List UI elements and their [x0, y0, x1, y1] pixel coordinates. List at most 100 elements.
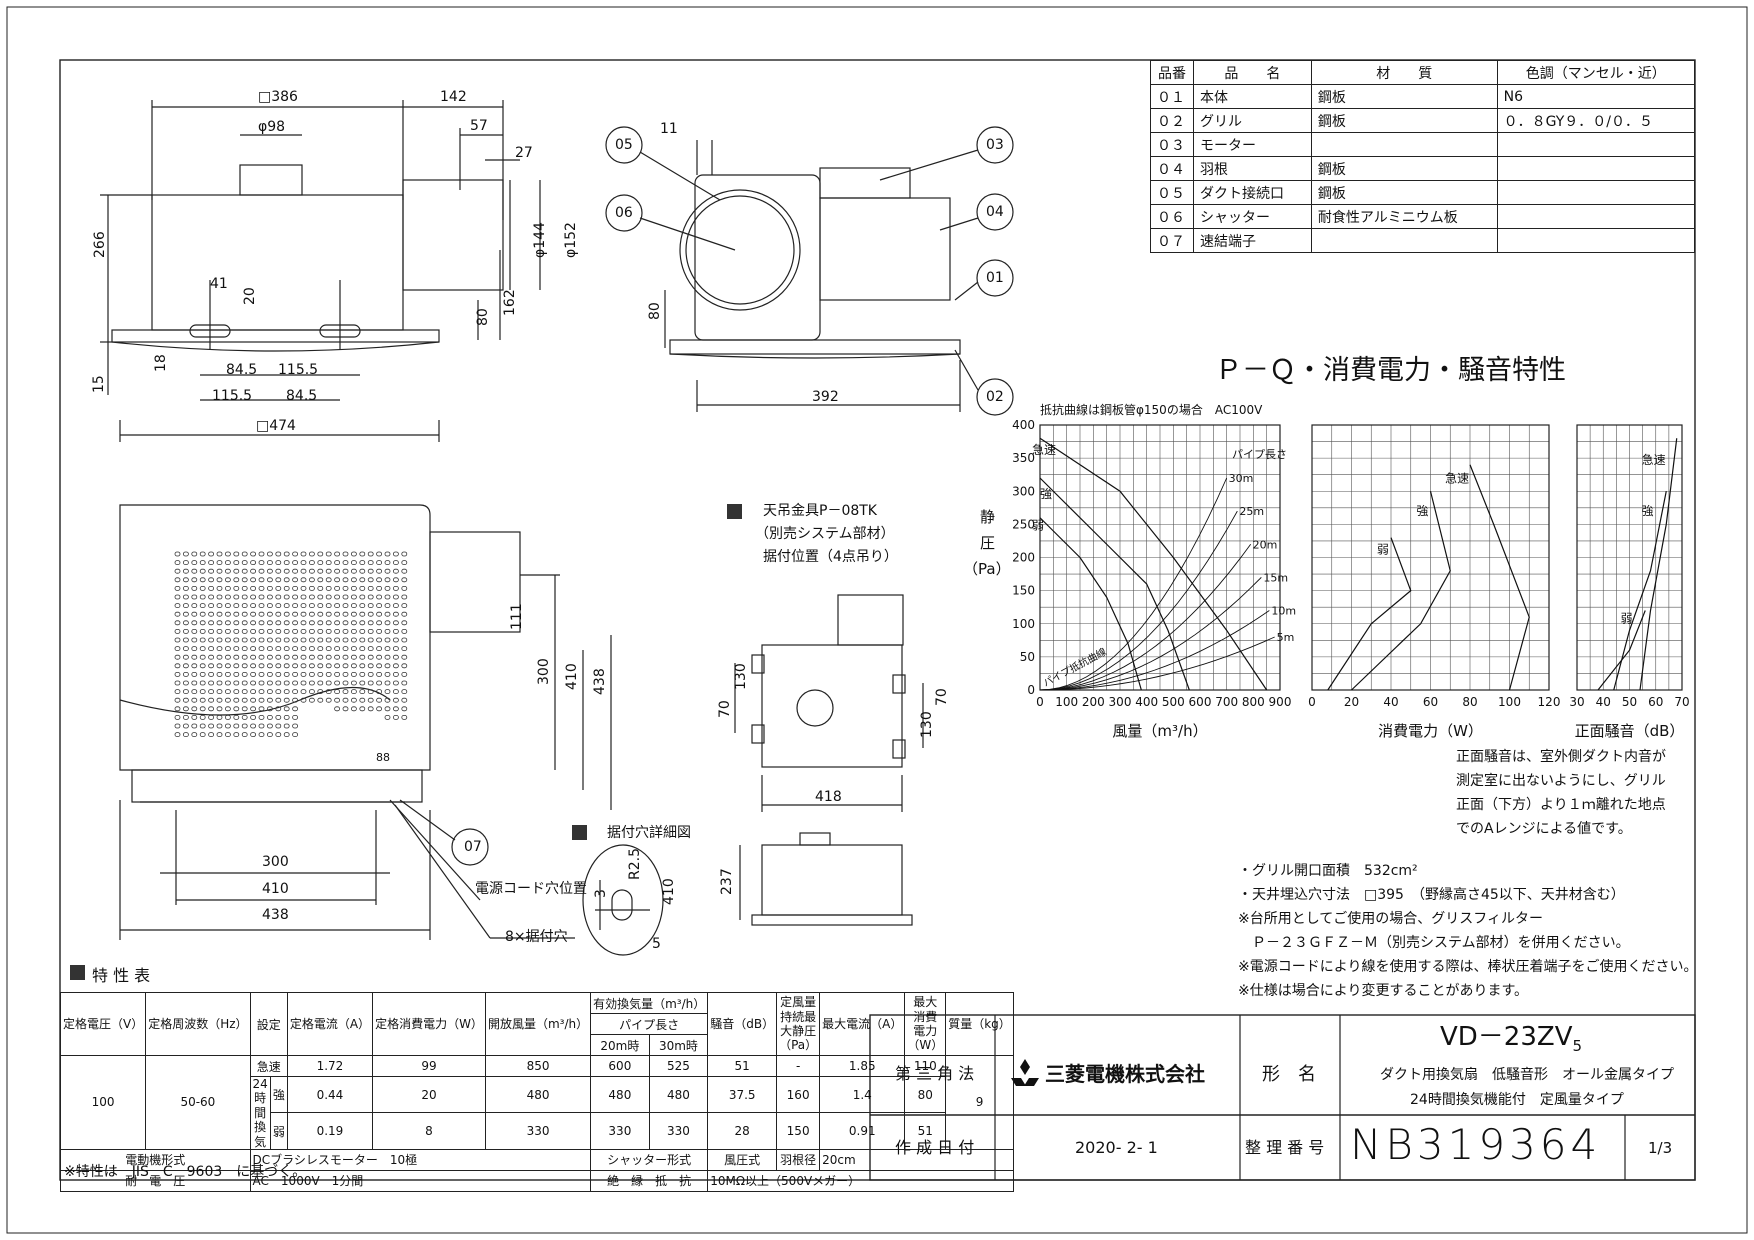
- grille-slot: [191, 620, 198, 626]
- grille-slot: [308, 603, 315, 608]
- grille-slot: [334, 663, 341, 669]
- grille-slot: [317, 551, 324, 557]
- grille-slot: [367, 629, 374, 634]
- grille-slot: [182, 611, 189, 617]
- grille-slot: [350, 680, 357, 686]
- dimension-label: 84.5: [286, 388, 318, 404]
- cell-voltage: 100: [59, 1055, 147, 1150]
- grille-slot: [216, 594, 223, 600]
- grille-slot: [283, 611, 290, 617]
- grille-slot: [308, 551, 315, 557]
- parts-cell: [1310, 228, 1498, 253]
- grille-slot: [359, 697, 366, 703]
- grille-slot: [308, 697, 315, 703]
- grille-slot: [359, 672, 366, 677]
- grille-slot: [292, 560, 299, 565]
- grille-slot: [292, 637, 299, 643]
- grille-slot: [241, 603, 248, 608]
- grille-slot: [275, 629, 282, 634]
- grille-slot: [266, 568, 273, 574]
- dimension-label: 80: [475, 308, 491, 326]
- grille-slot: [376, 672, 383, 677]
- grille-slot: [275, 560, 282, 565]
- grille-slot: [182, 568, 189, 574]
- grille-slot: [191, 611, 198, 617]
- grille-slot: [191, 629, 198, 634]
- grille-slot: [216, 629, 223, 634]
- grille-slot: [174, 697, 181, 703]
- grille-slot: [199, 560, 206, 565]
- grille-slot: [182, 551, 189, 557]
- grille-slot: [241, 594, 248, 600]
- grille-slot: [359, 560, 366, 565]
- grille-slot: [401, 680, 408, 686]
- grille-slot: [174, 663, 181, 669]
- h-30m: 30m時: [648, 1034, 709, 1056]
- grille-slot: [325, 689, 332, 694]
- grille-slot: [275, 689, 282, 694]
- grille-slot: [216, 680, 223, 686]
- grille-slot: [241, 680, 248, 686]
- dimension-label: 266: [92, 231, 108, 258]
- grille-slot: [283, 723, 290, 729]
- parts-cell: モーター: [1193, 132, 1312, 157]
- grille-slot: [350, 629, 357, 634]
- grille-slot: [174, 689, 181, 694]
- cell-static: 150: [776, 1112, 821, 1150]
- h-eff-air: 有効換気量（m³/h）: [590, 992, 709, 1014]
- parts-cell: グリル: [1193, 108, 1312, 133]
- parts-cell: シャッター: [1193, 204, 1312, 229]
- grille-slot: [224, 680, 231, 686]
- grille-slot: [250, 715, 257, 720]
- grille-slot: [216, 611, 223, 617]
- grille-slot: [275, 611, 282, 617]
- grille-slot: [241, 697, 248, 703]
- grille-slot: [216, 654, 223, 660]
- h-max-power: 最大消費電力（W）: [904, 992, 947, 1056]
- grille-slot: [292, 551, 299, 557]
- grille-slot: [317, 663, 324, 669]
- grille-slot: [241, 637, 248, 643]
- grille-slot: [266, 732, 273, 737]
- cell-open: 330: [484, 1112, 592, 1150]
- grille-slot: [334, 672, 341, 677]
- grille-slot: [342, 594, 349, 600]
- dimension-label: 115.5: [212, 388, 253, 404]
- grille-slot: [199, 611, 206, 617]
- grille-slot: [283, 577, 290, 583]
- grille-slot: [208, 560, 215, 565]
- dimension-label: 70: [934, 688, 950, 706]
- grille-slot: [376, 637, 383, 643]
- grille-slot: [376, 706, 383, 712]
- grille-slot: [292, 680, 299, 686]
- parts-cell: [1310, 132, 1498, 157]
- grille-slot: [208, 646, 215, 651]
- grille-slot: [292, 732, 299, 737]
- grille-slot: [182, 723, 189, 729]
- insulation-value: 10MΩ以上（500Vメガー）: [707, 1169, 1014, 1192]
- grille-slot: [182, 706, 189, 712]
- grille-slot: [191, 594, 198, 600]
- dimension-label: 84.5: [226, 362, 258, 378]
- grille-slot: [392, 611, 399, 617]
- grille-slot: [367, 577, 374, 583]
- grille-slot: [392, 637, 399, 643]
- grille-slot: [182, 697, 189, 703]
- dimension-label: 41: [210, 276, 228, 292]
- grille-slot: [376, 551, 383, 557]
- date-label: 作 成 日 付: [895, 1138, 975, 1157]
- grille-slot: [359, 706, 366, 712]
- grille-slot: [275, 732, 282, 737]
- grille-slot: [334, 629, 341, 634]
- grille-slot: [191, 586, 198, 591]
- grille-slot: [241, 689, 248, 694]
- cell-freq: 50-60: [145, 1055, 251, 1150]
- dimension-label: 438: [592, 668, 608, 695]
- number-label: 整 理 番 号: [1245, 1138, 1325, 1157]
- grille-slot: [292, 663, 299, 669]
- grille-slot: [266, 551, 273, 557]
- grille-slot: [392, 603, 399, 608]
- grille-slot: [224, 672, 231, 677]
